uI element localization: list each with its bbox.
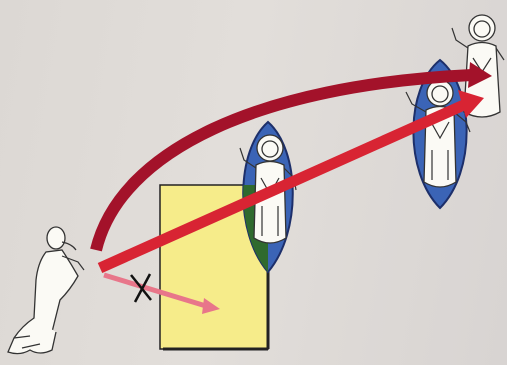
kneeling-worshipper-icon bbox=[8, 227, 84, 354]
